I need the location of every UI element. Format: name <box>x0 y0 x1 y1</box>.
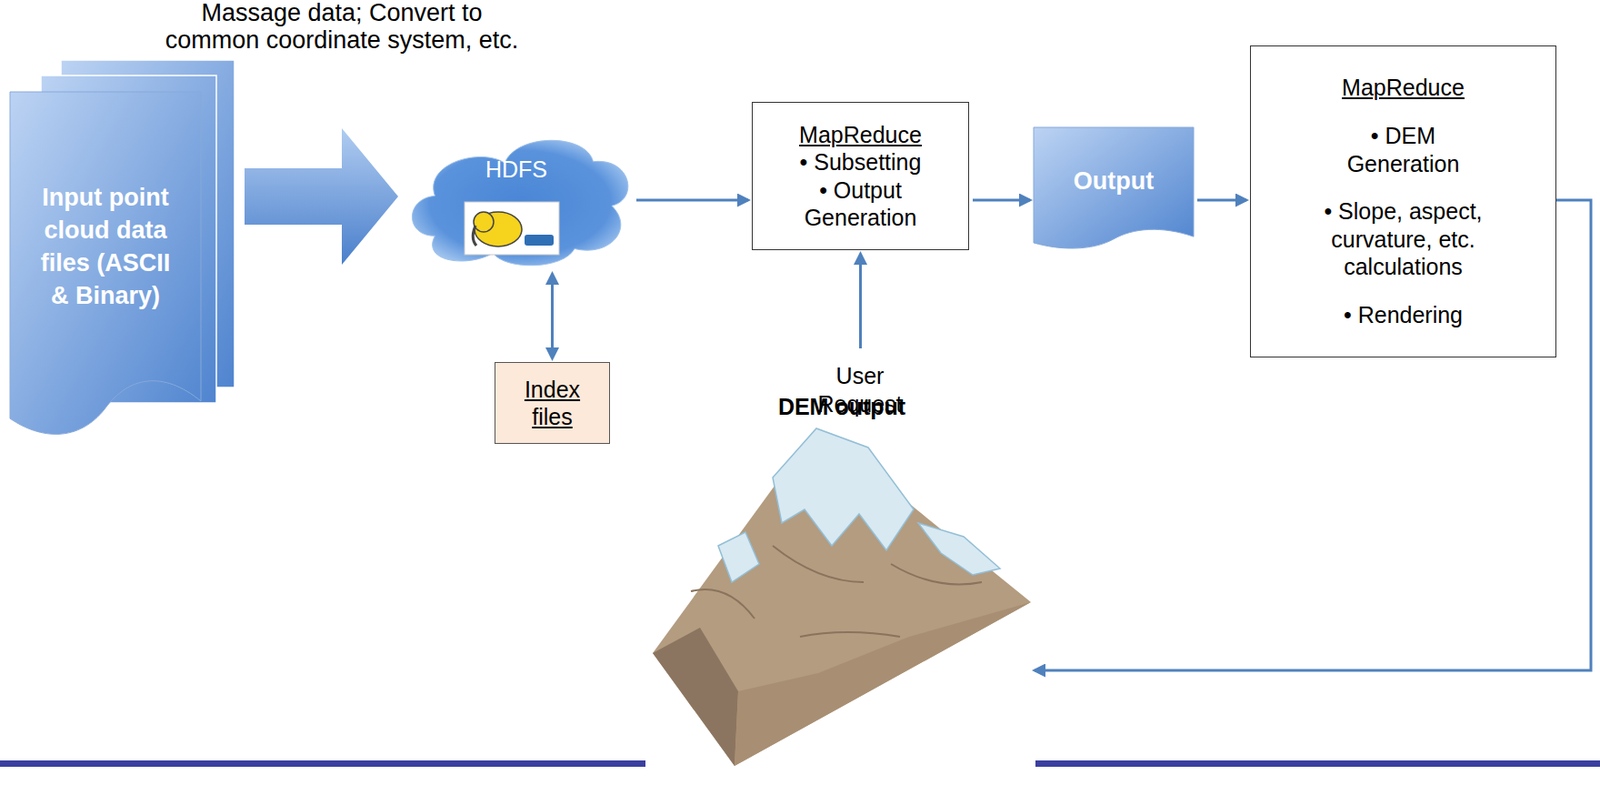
cloud-text: HDFS <box>485 156 548 183</box>
connector-arrow <box>1197 199 1247 202</box>
input-document: Input point cloud data files (ASCII & Bi… <box>10 91 201 440</box>
connector-arrow <box>550 273 554 359</box>
footer-bar <box>1035 760 1600 767</box>
bullet-text: • Output Generation <box>761 176 960 232</box>
connector-arrow <box>972 199 1030 202</box>
document-text: Output <box>1073 165 1154 199</box>
hadoop-logo <box>464 201 560 255</box>
block-arrow <box>244 128 399 265</box>
terrain-render <box>652 428 1031 766</box>
edge-label-holder: Massage data; Convert to common coordina… <box>160 0 524 54</box>
text-holder: MapReduce • DEM Generation • Slope, aspect… <box>1250 46 1556 357</box>
bullet-text: • Subsetting <box>800 148 922 177</box>
footer-bar <box>0 760 646 767</box>
bullet-text: • Rendering <box>1343 300 1463 330</box>
terrain-face <box>652 627 739 766</box>
cloud-shape <box>400 127 633 270</box>
dem-output: DEM output <box>652 390 1031 766</box>
figure-heading: DEM output <box>778 392 906 421</box>
snow-patch <box>918 522 1000 575</box>
output-document: Output <box>1033 127 1194 250</box>
document-text: Input point cloud data files (ASCII & Bi… <box>34 181 177 313</box>
connector-arrow <box>859 253 862 349</box>
elephant-trunk <box>472 225 477 246</box>
text-holder: MapReduce• Subsetting• Output Generation <box>752 102 969 250</box>
logo-ground <box>464 201 560 255</box>
connector-arrow <box>636 199 749 202</box>
text-holder: Index files <box>495 362 610 443</box>
box-text: MapReduce <box>1341 73 1465 102</box>
terrain-base <box>652 428 1031 766</box>
edge-label: Massage data; Convert to common coordina… <box>160 0 524 54</box>
hdfs-cloud: HDFS <box>400 127 633 270</box>
elephant-body <box>474 211 522 247</box>
logo-mark <box>524 234 554 246</box>
box-text: MapReduce <box>799 120 922 150</box>
index-files-box: Index files <box>494 361 610 444</box>
shape-outline <box>1033 127 1194 249</box>
elephant-head <box>473 211 494 232</box>
text-holder: DEM output <box>652 390 1031 766</box>
snow-patch <box>718 531 760 582</box>
shape-outline <box>411 140 628 265</box>
text-holder: HDFS <box>400 127 633 270</box>
snow-cap <box>772 428 914 550</box>
shape-outline <box>10 91 201 434</box>
text-holder: Output <box>1033 127 1194 250</box>
box-text: Index files <box>504 375 600 431</box>
bullet-text: • DEM Generation <box>1312 121 1495 178</box>
mapreduce-box: MapReduce • DEM Generation • Slope, aspect… <box>1250 45 1557 358</box>
mapreduce-box: MapReduce• Subsetting• Output Generation <box>751 101 970 250</box>
text-holder: Input point cloud data files (ASCII & Bi… <box>10 91 201 440</box>
terrain-face <box>734 601 1031 766</box>
bullet-text: • Slope, aspect, curvature, etc. calcula… <box>1312 197 1495 281</box>
